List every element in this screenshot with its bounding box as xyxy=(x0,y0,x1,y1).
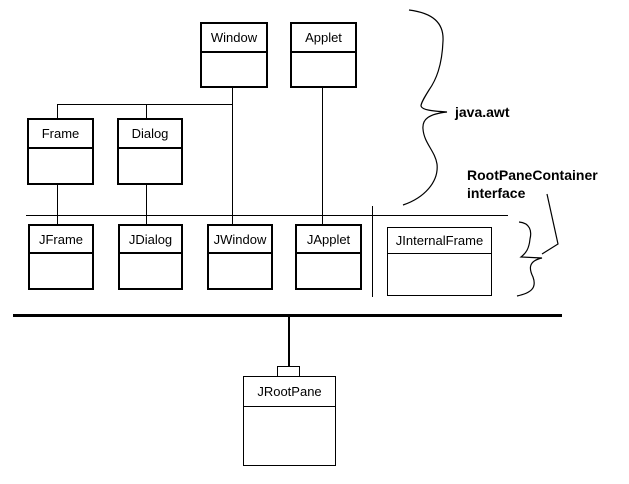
swing-row-line xyxy=(26,215,508,216)
class-name-jwindow: JWindow xyxy=(209,226,271,254)
class-box-jdialog: JDialog xyxy=(118,224,183,290)
applet-to-japplet-line xyxy=(322,87,323,224)
branch-to-frame-line xyxy=(57,104,58,118)
class-name-jinternalframe: JInternalFrame xyxy=(388,228,491,254)
class-name-frame: Frame xyxy=(29,120,92,149)
class-name-jdialog: JDialog xyxy=(120,226,181,254)
java-awt-label: java.awt xyxy=(455,104,510,120)
class-name-jrootpane: JRootPane xyxy=(244,377,335,407)
class-name-japplet: JApplet xyxy=(297,226,360,254)
interface-pointer-line xyxy=(541,193,559,255)
class-name-jframe: JFrame xyxy=(30,226,92,254)
class-box-applet: Applet xyxy=(290,22,357,88)
class-box-dialog: Dialog xyxy=(117,118,183,185)
class-box-jframe: JFrame xyxy=(28,224,94,290)
class-name-window: Window xyxy=(202,24,266,53)
rootpanecontainer-label: RootPaneContainer xyxy=(467,167,598,183)
internalframe-separator-line xyxy=(372,206,373,297)
class-name-dialog: Dialog xyxy=(119,120,181,149)
interface-label: interface xyxy=(467,185,526,201)
class-box-jrootpane: JRootPane xyxy=(243,376,336,466)
rootpane-shared-line xyxy=(13,314,562,317)
branch-to-dialog-line xyxy=(146,104,147,118)
class-box-japplet: JApplet xyxy=(295,224,362,290)
class-name-applet: Applet xyxy=(292,24,355,53)
frame-dialog-branch-line xyxy=(57,104,233,105)
rootpane-container-brace xyxy=(516,221,543,297)
window-to-jwindow-line xyxy=(232,87,233,224)
java-awt-brace xyxy=(402,9,448,206)
class-box-frame: Frame xyxy=(27,118,94,185)
line-to-jrootpane xyxy=(288,317,290,367)
class-box-jinternalframe: JInternalFrame xyxy=(387,227,492,296)
frame-to-jframe-line xyxy=(57,184,58,224)
class-box-jwindow: JWindow xyxy=(207,224,273,290)
class-box-window: Window xyxy=(200,22,268,88)
dialog-to-jdialog-line xyxy=(146,184,147,224)
